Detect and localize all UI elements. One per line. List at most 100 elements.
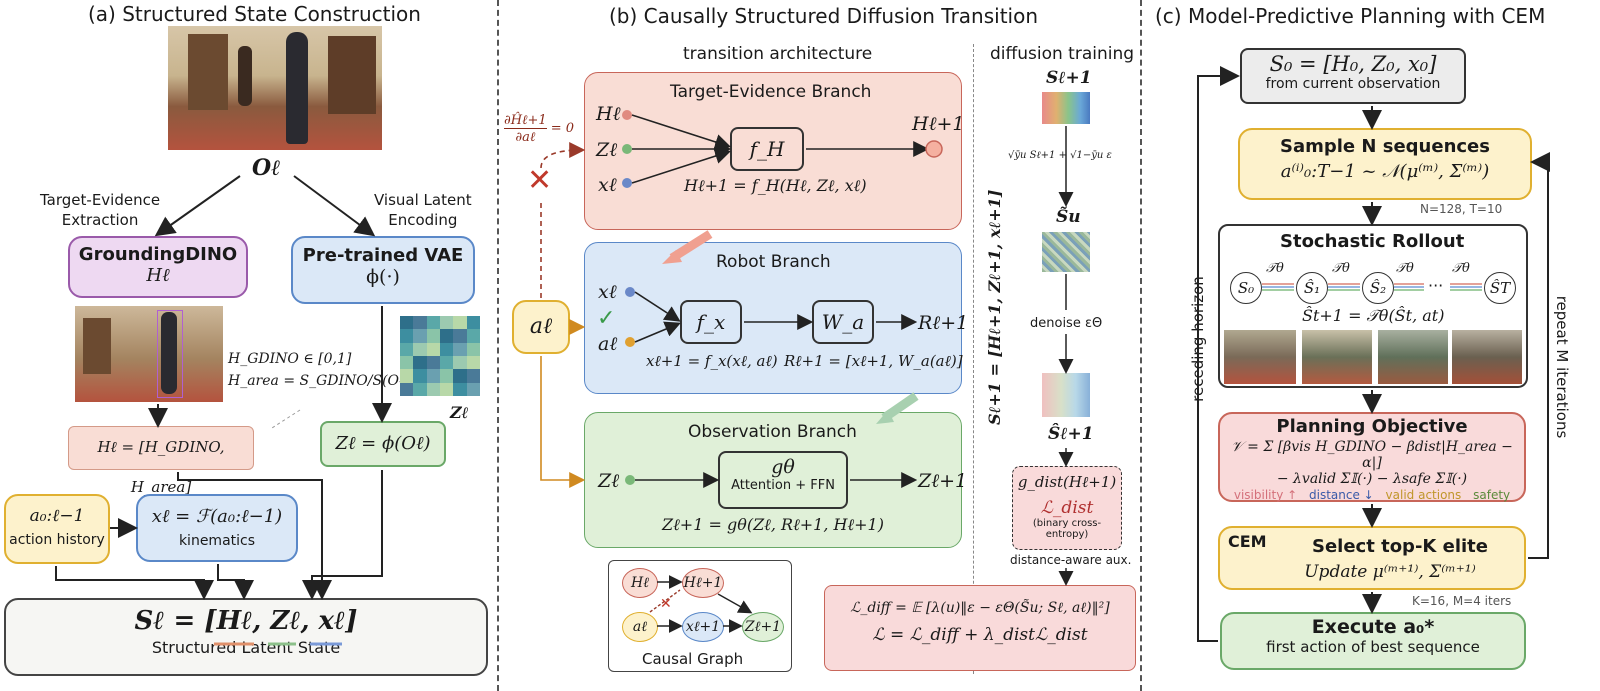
rollout-op-1: 𝒯θ bbox=[1266, 261, 1284, 276]
z-def-box: Zℓ = ϕ(Oℓ) bbox=[320, 421, 446, 467]
latent-cell bbox=[413, 369, 427, 383]
latent-cell bbox=[400, 355, 414, 370]
diff-label: diffusion training bbox=[990, 44, 1135, 64]
loss-box: ℒ_diff = 𝔼 [λ(u)‖ε − εΘ(S̃u; Sℓ, aℓ)‖²] … bbox=[824, 585, 1136, 671]
harea-eq: H_area = S_GDINO/S(Oℓ) bbox=[228, 373, 411, 389]
rollout-op-2: 𝒯θ bbox=[1332, 261, 1350, 276]
latent-cell bbox=[466, 355, 480, 370]
latent-cell bbox=[426, 316, 440, 330]
latent-cell bbox=[453, 342, 467, 356]
h-def-box: Hℓ = [H_GDINO, H_area] bbox=[68, 426, 254, 496]
robot-wa-box: W_a bbox=[812, 300, 874, 344]
diff-vertical-eq: Sℓ+1 = [Hℓ+1, Zℓ+1, xℓ+1] bbox=[985, 189, 1004, 425]
diff-s-top: Sℓ+1 bbox=[1046, 68, 1092, 88]
panel-c-title: (c) Model-Predictive Planning with CEM bbox=[1155, 4, 1546, 28]
divider-a-b bbox=[497, 0, 499, 691]
target-eq: Hℓ+1 = f_H(Hℓ, Zℓ, xℓ) bbox=[684, 176, 867, 195]
latent-cell bbox=[453, 316, 467, 330]
rollout-node-1: Ŝ₁ bbox=[1296, 272, 1328, 304]
diff-noise-eq: √ȳu Sℓ+1 + √1−ȳu ε bbox=[1008, 150, 1112, 161]
target-in-x: xℓ bbox=[598, 174, 617, 196]
diff-s-hat: Ŝℓ+1 bbox=[1048, 424, 1094, 444]
rollout-title: Stochastic Rollout bbox=[1280, 231, 1465, 252]
latent-cell bbox=[453, 355, 467, 370]
robot-branch-title: Robot Branch bbox=[716, 252, 831, 272]
aux-label: distance-aware aux. bbox=[1010, 553, 1132, 567]
cem-box: CEM Select top-K elite Update μ⁽ᵐ⁺¹⁾, Σ⁽… bbox=[1218, 526, 1526, 590]
obs-label: Oℓ bbox=[252, 155, 281, 181]
action-history-box: a₀:ℓ−1 action history bbox=[4, 494, 110, 564]
graph-node-z1: Zℓ+1 bbox=[742, 612, 784, 642]
latent-cell bbox=[439, 382, 454, 396]
grad-eq: ∂Ĥℓ+1 ∂aℓ = 0 bbox=[504, 113, 575, 145]
latent-cell bbox=[413, 355, 427, 370]
target-fn-box: f_H bbox=[730, 127, 804, 171]
rollout-frame-1 bbox=[1224, 330, 1296, 384]
rollout-op-3: 𝒯θ bbox=[1396, 261, 1414, 276]
latent-cell bbox=[413, 329, 427, 343]
latent-cell bbox=[466, 369, 480, 383]
check-icon: ✓ bbox=[597, 306, 616, 331]
latent-cell bbox=[426, 342, 440, 356]
latent-cell bbox=[453, 382, 467, 396]
arch-diff-divider bbox=[973, 44, 974, 674]
gdist-box: g_dist(Hℓ+1) ℒ_dist (binary cross-entrop… bbox=[1012, 466, 1122, 550]
obs-in: Zℓ bbox=[598, 470, 620, 492]
robot-in-a: aℓ bbox=[598, 333, 618, 355]
latent-cell bbox=[413, 382, 427, 396]
graph-node-x1: xℓ+1 bbox=[682, 612, 724, 642]
groundingdino-box: GroundingDINO Hℓ bbox=[68, 236, 248, 298]
target-in-h: Hℓ bbox=[596, 103, 621, 125]
execute-box: Execute a₀* first action of best sequenc… bbox=[1220, 612, 1526, 670]
hgdino-eq: H_GDINO ∈ [0,1] bbox=[228, 351, 352, 367]
rollout-frame-4 bbox=[1452, 330, 1522, 384]
latent-cell bbox=[453, 329, 467, 343]
rollout-eq: Ŝt+1 = 𝒯θ(Ŝt, at) bbox=[1302, 306, 1445, 325]
latent-cell bbox=[439, 369, 454, 383]
nt-label: N=128, T=10 bbox=[1420, 202, 1503, 216]
latent-cell bbox=[439, 329, 454, 343]
target-in-z: Zℓ bbox=[596, 139, 618, 161]
target-branch-title: Target-Evidence Branch bbox=[670, 82, 872, 102]
diff-denoise: denoise εΘ bbox=[1030, 316, 1103, 331]
diff-s-tilde: S̃u bbox=[1056, 207, 1081, 227]
tag-valid: valid actions bbox=[1385, 488, 1462, 502]
panel-b-title: (b) Causally Structured Diffusion Transi… bbox=[609, 4, 1039, 28]
kinematics-box: xℓ = ℱ(a₀:ℓ−1) kinematics bbox=[136, 494, 298, 562]
latent-cell bbox=[439, 355, 454, 370]
obs-fn-box: gθ Attention + FFN bbox=[718, 451, 848, 509]
rollout-node-2: Ŝ₂ bbox=[1362, 272, 1394, 304]
sample-box: Sample N sequences a⁽ⁱ⁾₀:T−1 ~ 𝒩(μ⁽ᵐ⁾, Σ… bbox=[1238, 128, 1532, 200]
latent-cell bbox=[413, 342, 427, 356]
action-node: aℓ bbox=[512, 300, 570, 354]
latent-cell bbox=[439, 316, 454, 330]
objective-box: Planning Objective 𝒱 = Σ [βvis H_GDINO −… bbox=[1218, 412, 1526, 502]
robot-fx-box: f_x bbox=[680, 300, 742, 344]
latent-cell bbox=[400, 316, 414, 330]
latent-cell bbox=[426, 369, 440, 383]
divider-b-c bbox=[1140, 0, 1142, 691]
arch-label: transition architecture bbox=[683, 44, 873, 64]
diff-noisy-image bbox=[1042, 232, 1090, 272]
graph-label: Causal Graph bbox=[642, 650, 744, 668]
vae-box: Pre-trained VAE ϕ(·) bbox=[291, 236, 475, 304]
panel-a-title: (a) Structured State Construction bbox=[88, 2, 421, 26]
detection-image bbox=[75, 306, 223, 402]
rollout-frame-3 bbox=[1378, 330, 1448, 384]
obs-eq: Zℓ+1 = gθ(Zℓ, Rℓ+1, Hℓ+1) bbox=[662, 515, 884, 534]
latent-cell bbox=[400, 382, 414, 396]
rollout-op-4: 𝒯θ bbox=[1452, 261, 1470, 276]
km-label: K=16, M=4 iters bbox=[1412, 594, 1512, 608]
robot-eq1: xℓ+1 = f_x(xℓ, aℓ) bbox=[646, 352, 778, 370]
latent-grid bbox=[400, 316, 480, 396]
obs-out: Zℓ+1 bbox=[918, 470, 968, 492]
latent-cell bbox=[426, 329, 440, 343]
latent-cell bbox=[400, 329, 414, 343]
latent-cell bbox=[466, 382, 480, 396]
latent-cell bbox=[466, 342, 480, 356]
graph-node-h1: Hℓ+1 bbox=[682, 568, 724, 598]
latent-cell bbox=[400, 369, 414, 383]
graph-node-a: aℓ bbox=[622, 612, 658, 642]
latent-cell bbox=[400, 342, 414, 356]
